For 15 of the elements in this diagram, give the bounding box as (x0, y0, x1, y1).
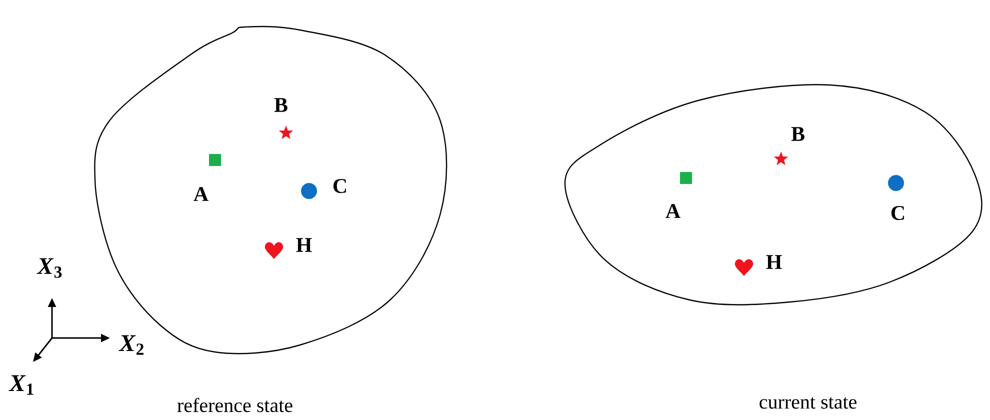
caption: current state (760, 397, 856, 409)
point-label: C (333, 178, 346, 194)
point-label: C (891, 206, 904, 220)
point-label: B (274, 98, 288, 112)
body-outline (564, 84, 982, 306)
point-label: B (791, 127, 804, 141)
axis-label: X$_{1}$ (8, 375, 34, 395)
point-label: H (766, 255, 782, 269)
point-label: A (666, 204, 680, 218)
axis-label: X$_{2}$ (118, 335, 144, 355)
caption: reference state (177, 398, 292, 412)
point-label: H (296, 238, 312, 252)
axis-label: X$_{3}$ (36, 258, 62, 278)
body-outline (94, 26, 448, 354)
point-label: A (194, 187, 208, 201)
